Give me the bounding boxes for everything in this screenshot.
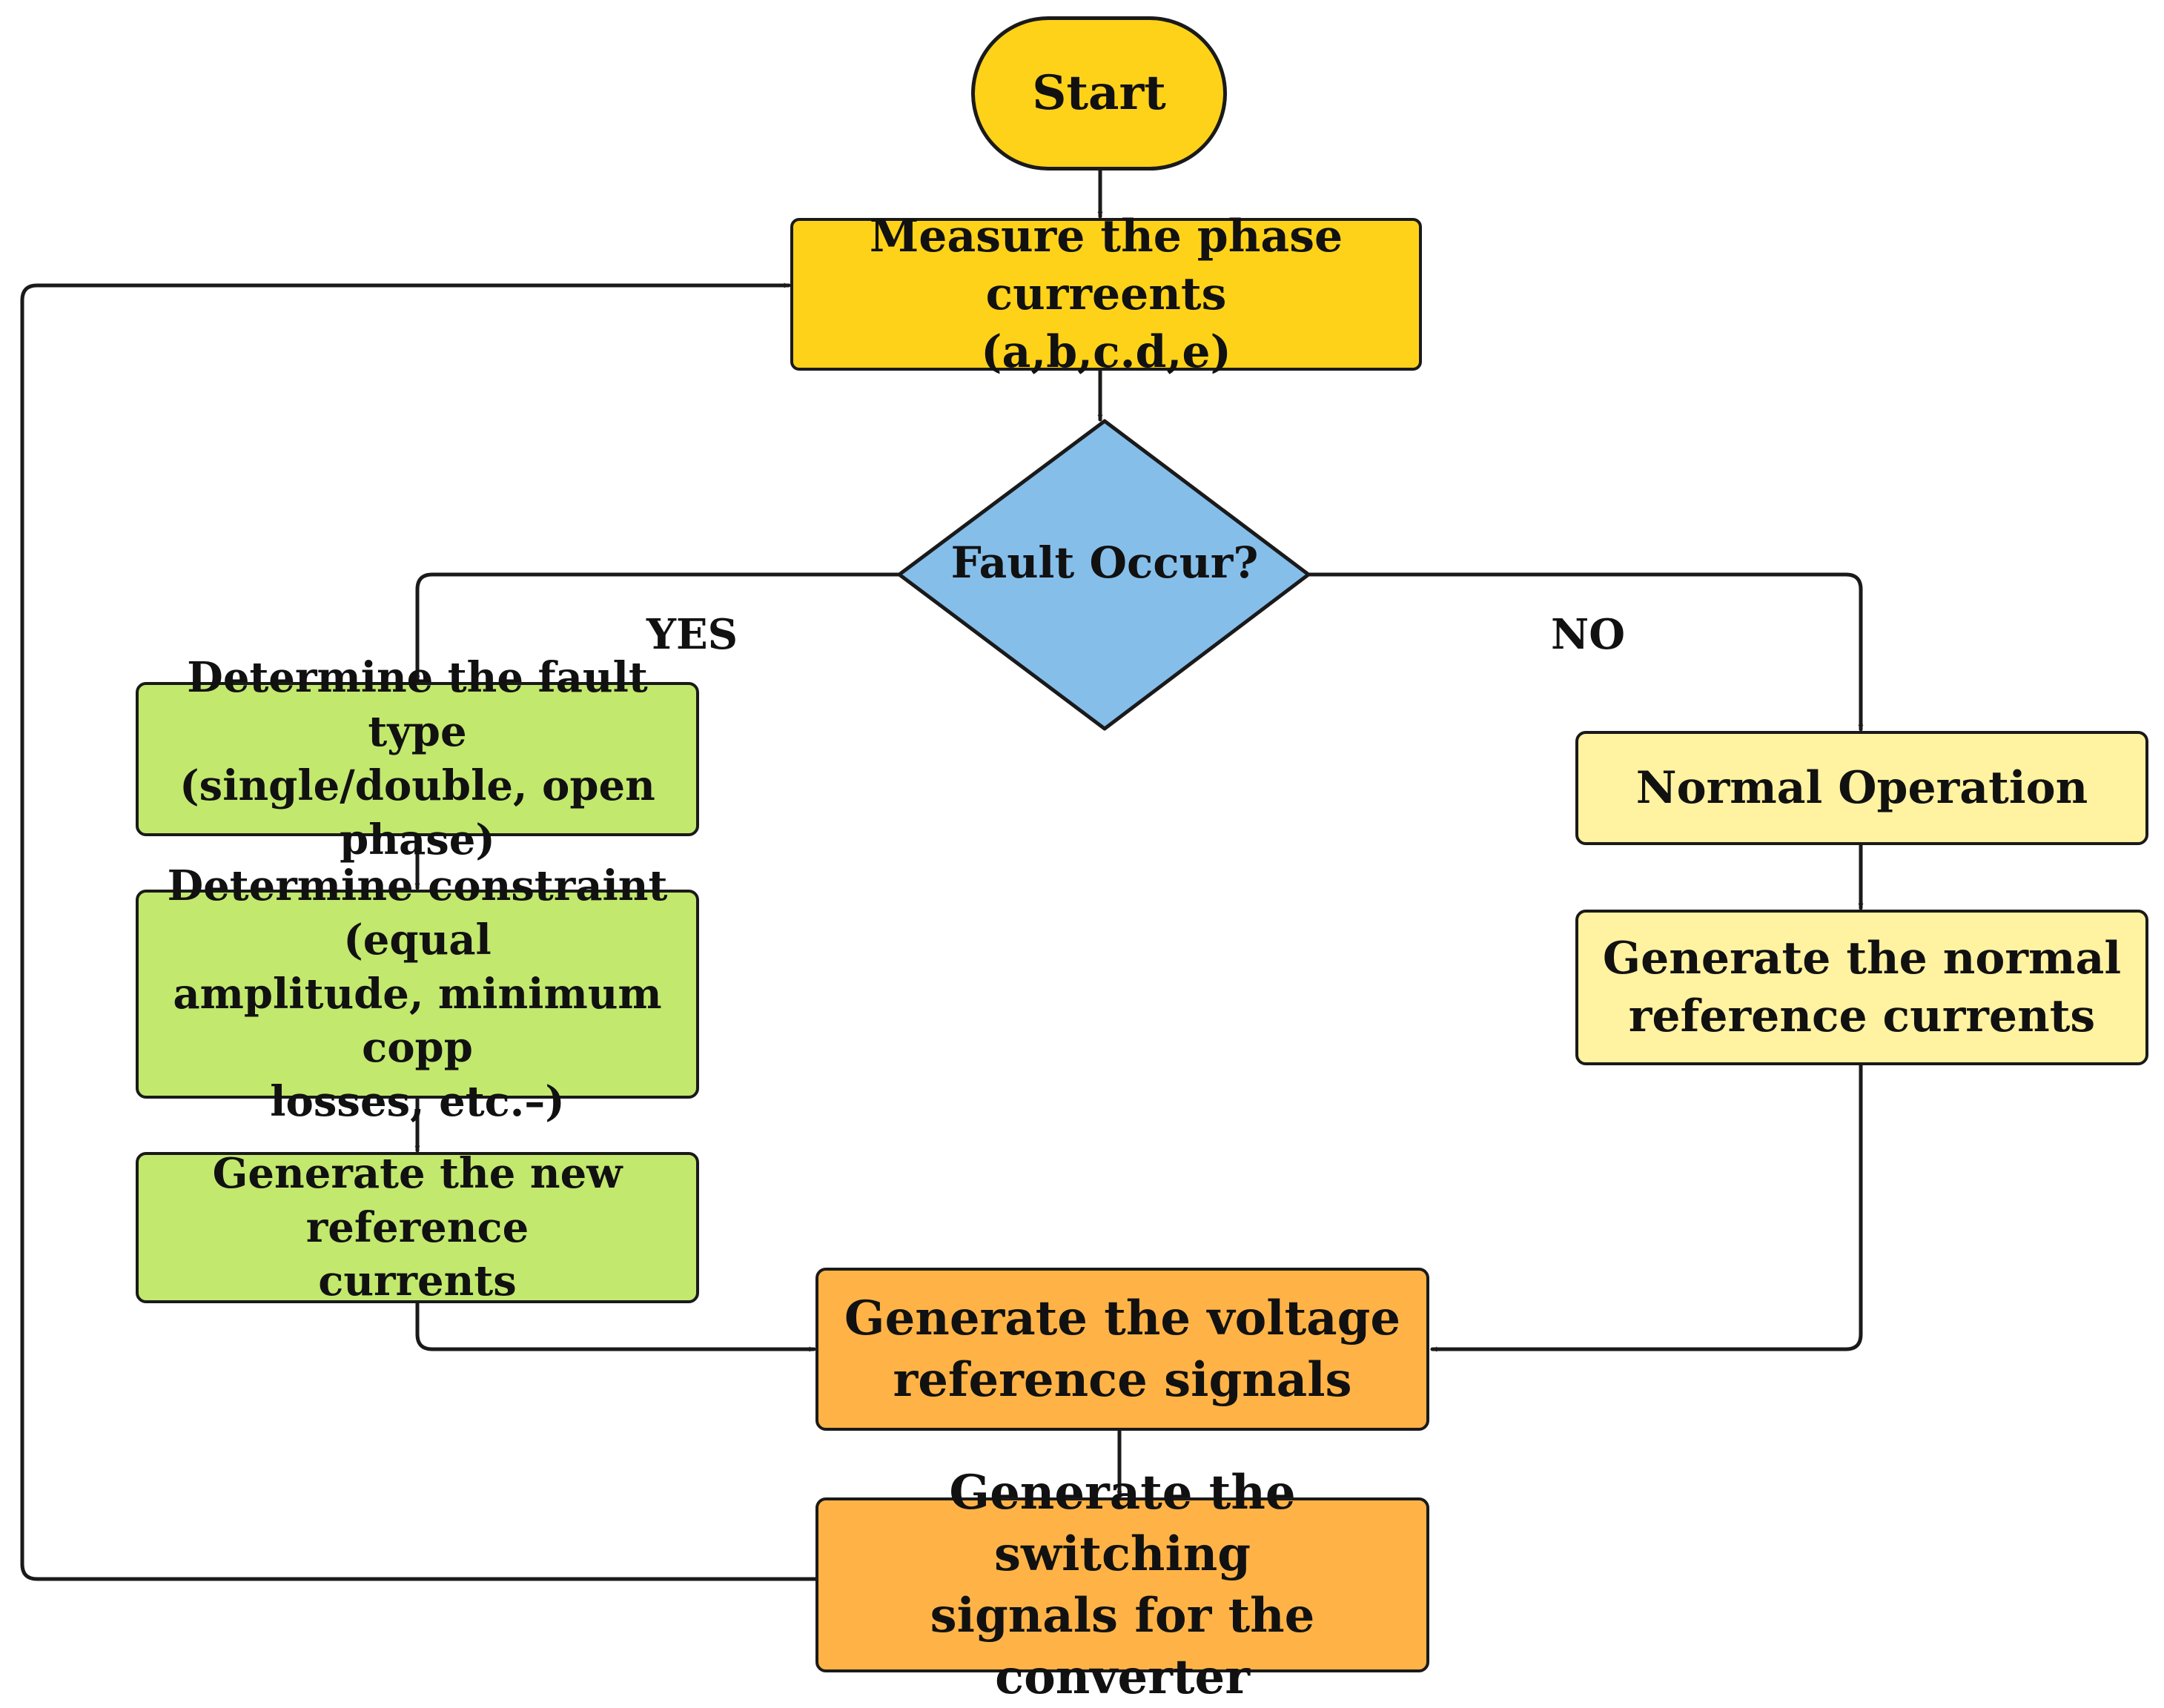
generate-normal-reference-node: Generate the normal reference currents	[1575, 910, 2148, 1065]
measure-phase-currents-node: Measure the phase curreents (a,b,c.d,e)	[790, 211, 1422, 378]
new-reference-line2: currents	[318, 1257, 517, 1306]
voltage-reference-line2: reference signals	[893, 1352, 1352, 1408]
normal-operation-node: Normal Operation	[1575, 731, 2148, 845]
switching-line2: signals for the converter	[930, 1588, 1315, 1706]
no-branch-label: NO	[1551, 610, 1625, 659]
constraint-line3: losses, etc.–)	[270, 1077, 565, 1127]
normal-reference-line1: Generate the normal	[1602, 933, 2122, 984]
connector-new-reference-to-voltage	[415, 1301, 816, 1352]
fault-type-line2: (single/double, open phase)	[179, 761, 655, 864]
start-label: Start	[1032, 65, 1166, 122]
start-node: Start	[971, 16, 1227, 171]
generate-switching-signals-node: Generate the switching signals for the c…	[815, 1465, 1429, 1705]
connector-no-branch	[1306, 572, 1864, 732]
normal-reference-line2: reference currents	[1628, 990, 2096, 1042]
generate-new-reference-node: Generate the new reference currents	[136, 1149, 699, 1305]
fault-type-line1: Determine the fault type	[187, 653, 648, 757]
normal-operation-label: Normal Operation	[1635, 762, 2088, 814]
decision-diamond	[897, 419, 1311, 731]
generate-voltage-reference-node: Generate the voltage reference signals	[815, 1268, 1429, 1431]
constraint-line1: Determine constraint (equal	[167, 861, 668, 964]
switching-line1: Generate the switching	[949, 1464, 1296, 1582]
determine-constraint-node: Determine constraint (equal amplitude, m…	[136, 861, 699, 1126]
measure-label-line2: (a,b,c.d,e)	[981, 326, 1231, 378]
determine-fault-type-node: Determine the fault type (single/double,…	[136, 653, 699, 864]
connector-normal-reference-to-voltage	[1430, 1063, 1863, 1352]
connector-yes-branch	[414, 572, 901, 683]
yes-branch-label: YES	[646, 610, 738, 659]
voltage-reference-line1: Generate the voltage	[844, 1290, 1401, 1346]
connector-feedback-loop	[20, 282, 818, 1581]
constraint-line2: amplitude, minimum copp	[173, 969, 662, 1073]
measure-label-line1: Measure the phase curreents	[869, 211, 1343, 320]
decision-label: Fault Occur?	[950, 537, 1259, 588]
new-reference-line1: Generate the new reference	[212, 1148, 623, 1252]
